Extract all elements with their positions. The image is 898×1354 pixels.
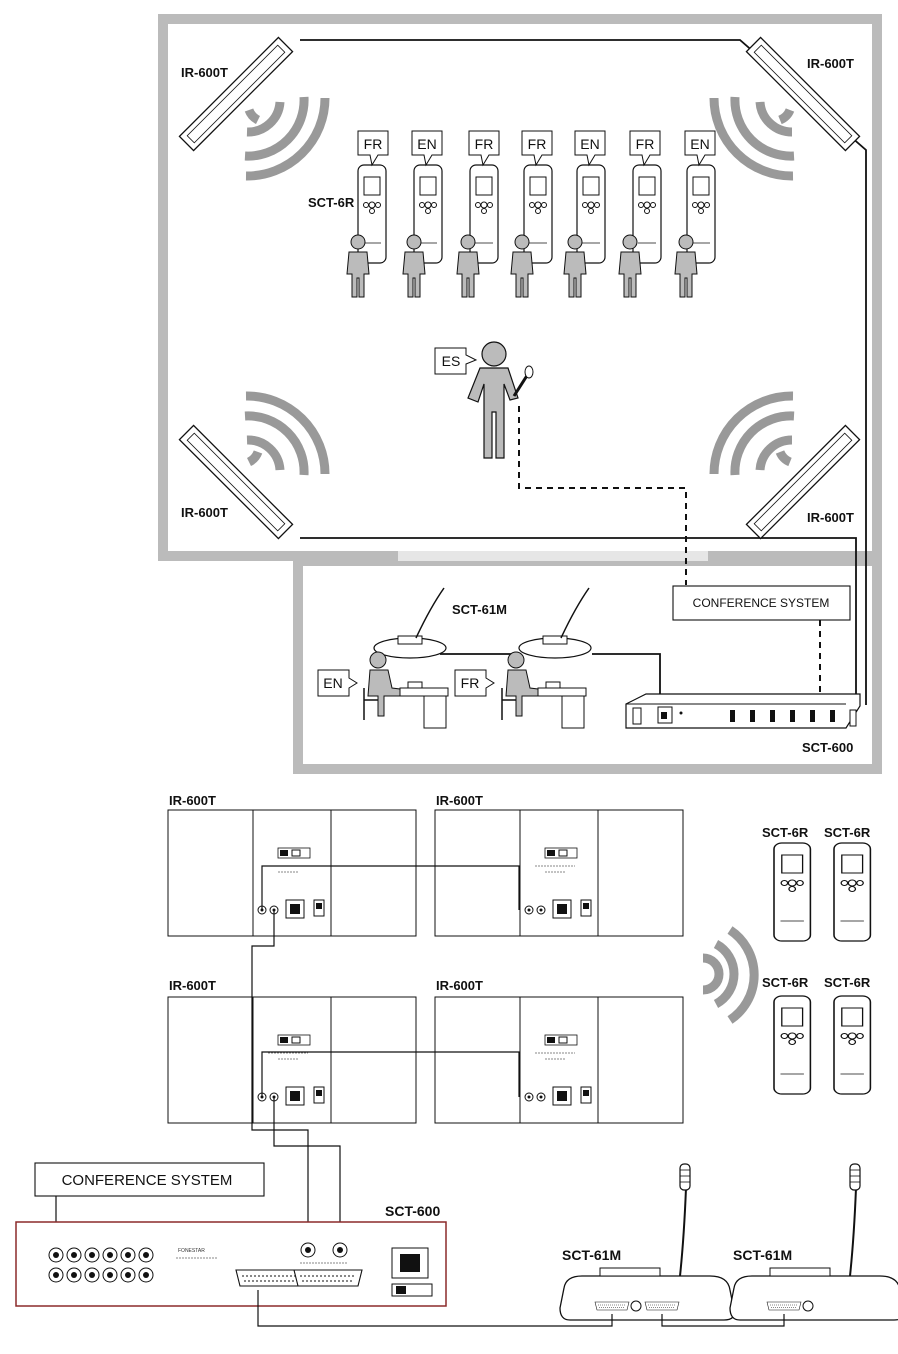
lang-tag: EN [417,136,436,152]
lang-tag: EN [580,136,599,152]
label-sct-61m-2: SCT-61M [733,1247,792,1263]
sct-6r-receiver-2 [833,842,872,942]
label-sct-6r-2: SCT-6R [824,825,871,840]
lang-tag: FR [636,136,655,152]
ir-radiator-top-left [178,36,294,152]
lang-tag: FR [475,136,494,152]
booth-mic-1 [373,587,447,659]
interpreter-2 [501,651,587,729]
booth-mic-2 [518,587,592,659]
brand-mark: FONESTAR [178,1248,205,1254]
label-sct-600-booth: SCT-600 [802,740,853,755]
label-ir-600t-bottom-left: IR-600T [181,505,228,520]
label-ir-600t-bottom-right: IR-600T [807,510,854,525]
lang-tag: FR [528,136,547,152]
listener-1: FR [346,130,389,298]
ir-signal-waves-bottom [702,926,759,1024]
ir-radiator-bottom-left [178,424,294,540]
listener-3: FR [456,130,500,298]
sct-600-rear-panel: FONESTAR [15,1221,447,1307]
speaker-person [467,341,534,459]
sct-61m-mic-2 [729,1163,898,1321]
label-sct-6r-room: SCT-6R [308,195,355,210]
lang-tag: EN [690,136,709,152]
label-sct-61m-booth: SCT-61M [452,602,507,617]
listener-2: EN [402,130,443,298]
interpreter-language-2: FR [461,675,480,691]
ir-radiator-top-right [745,36,861,152]
lang-tag: FR [364,136,383,152]
ir-600t-rear-panel-3 [167,996,417,1124]
mic-chain-cable-1 [257,1290,613,1327]
label-ir-600t-rear-1: IR-600T [169,793,216,808]
interpreter-1 [363,651,449,729]
label-ir-600t-rear-4: IR-600T [436,978,483,993]
listener-6: FR [618,130,662,298]
label-sct-61m-1: SCT-61M [562,1247,621,1263]
listener-4: FR [510,130,553,298]
label-sct-600-rear: SCT-600 [385,1203,440,1219]
rf-out-cable-1 [251,910,309,1240]
room-cable-bottom [300,537,857,705]
sct-6r-receiver-4 [833,995,872,1095]
ir-signal-waves [244,96,795,476]
interpreter-language-1: EN [323,675,342,691]
sct-6r-receiver-3 [773,995,812,1095]
label-ir-600t-rear-2: IR-600T [436,793,483,808]
label-ir-600t-top-right: IR-600T [807,56,854,71]
mic-chain-cable-2 [661,1314,785,1327]
sct-6r-receiver-1 [773,842,812,942]
conference-system-box-wiring [34,1162,265,1197]
listener-7: EN [674,130,716,298]
label-sct-6r-1: SCT-6R [762,825,809,840]
label-sct-6r-4: SCT-6R [824,975,871,990]
conference-system-box-booth [672,585,851,621]
ir-600t-rear-panel-2 [434,809,684,937]
label-ir-600t-top-left: IR-600T [181,65,228,80]
ir-600t-rear-panel-4 [434,996,684,1124]
listener-5: EN [563,130,606,298]
speaker-language: ES [442,353,461,369]
sct-61m-mic-1 [559,1163,736,1321]
rf-out-cable-2 [273,1097,341,1240]
label-ir-600t-rear-3: IR-600T [169,978,216,993]
label-sct-6r-3: SCT-6R [762,975,809,990]
ir-600t-rear-panel-1 [167,809,417,937]
conference-system-label-booth: CONFERENCE SYSTEM [693,596,830,610]
speaker-language-tag [434,347,478,375]
sct-600-rack-booth [625,693,861,729]
conference-system-label-wiring: CONFERENCE SYSTEM [62,1172,233,1189]
speaker-mic-dashed-link [518,406,687,585]
